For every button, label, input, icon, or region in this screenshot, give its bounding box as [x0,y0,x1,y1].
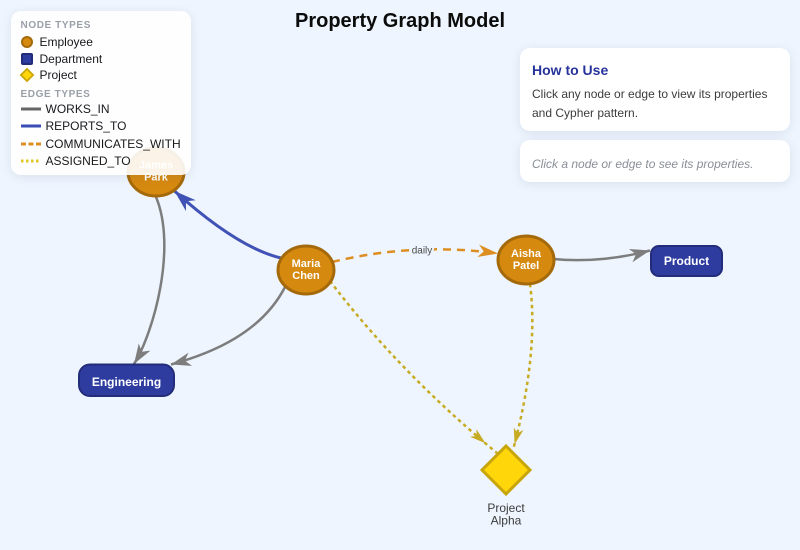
svg-text:Product: Product [664,254,709,268]
svg-text:Engineering: Engineering [92,375,161,389]
svg-text:daily: daily [412,246,433,257]
